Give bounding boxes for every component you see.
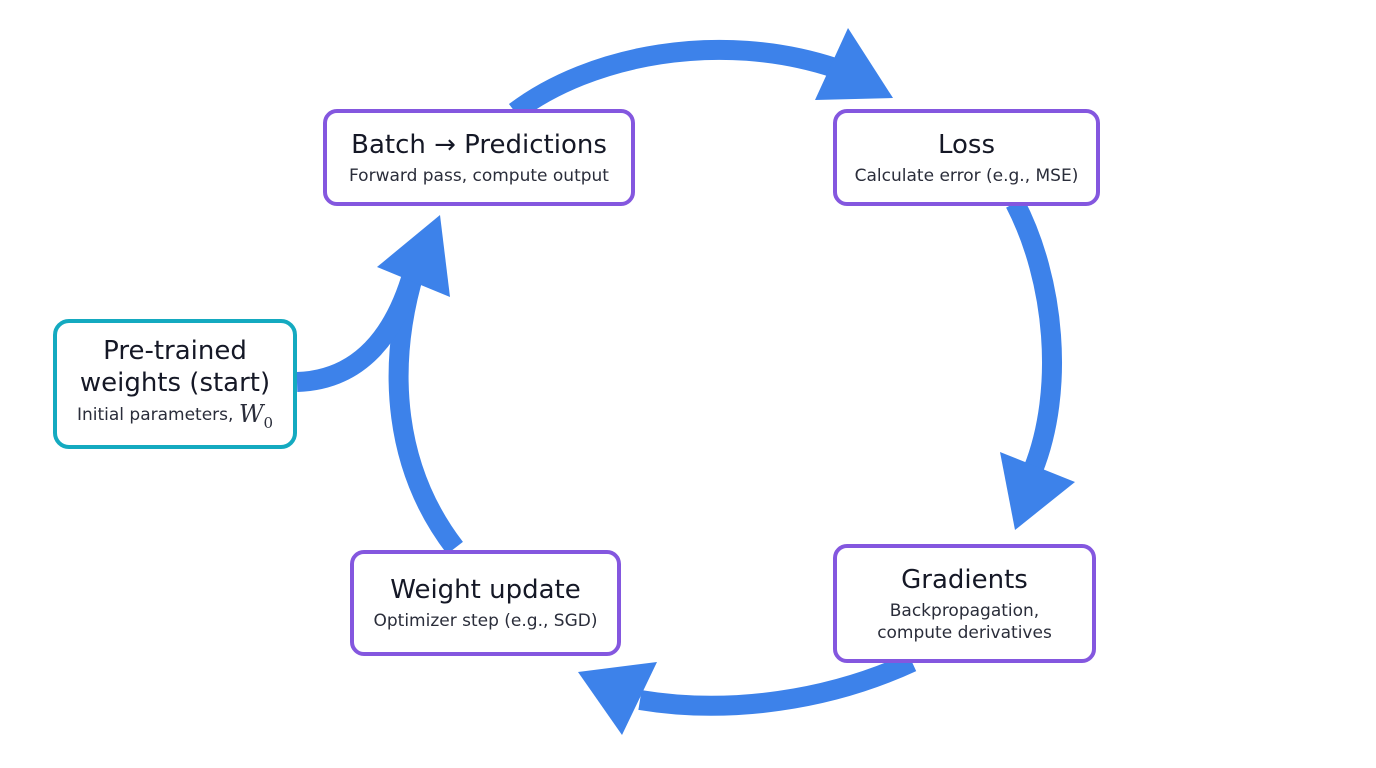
arrow-gradients-to-update — [638, 652, 917, 716]
arrow-start-to-predictions — [296, 269, 423, 392]
node-pretrained-weights-subtitle-text: Initial parameters, — [76, 404, 234, 425]
node-gradients-title: Gradients — [901, 564, 1028, 595]
node-loss-subtitle: Calculate error (e.g., MSE) — [854, 165, 1079, 186]
node-weight-update-title: Weight update — [390, 575, 581, 605]
node-pretrained-weights-subtitle: Initial parameters, W0 — [76, 399, 274, 434]
node-batch-predictions-title: Batch → Predictions — [351, 129, 607, 160]
node-gradients-subtitle-line2: compute derivatives — [877, 622, 1052, 643]
w0-symbol-letter: W — [238, 399, 264, 428]
node-pretrained-weights-title-line1: Pre-trained — [103, 335, 247, 366]
node-loss: Loss Calculate error (e.g., MSE) — [833, 109, 1100, 206]
arrow-predictions-to-loss — [508, 39, 839, 120]
arrowhead-loss-to-gradients — [1000, 452, 1075, 530]
node-weight-update-subtitle: Optimizer step (e.g., SGD) — [373, 611, 598, 631]
node-pretrained-weights-title: Pre-trained weights (start) — [80, 335, 270, 399]
node-loss-title: Loss — [937, 129, 996, 160]
arrow-loss-to-gradients — [1006, 198, 1063, 474]
node-batch-predictions-subtitle: Forward pass, compute output — [349, 165, 609, 186]
node-gradients-subtitle-line1: Backpropagation, — [889, 600, 1040, 621]
node-pretrained-weights-title-line2: weights (start) — [79, 367, 271, 398]
node-gradients-subtitle: Backpropagation, compute derivatives — [877, 600, 1052, 644]
node-batch-predictions: Batch → Predictions Forward pass, comput… — [323, 109, 635, 206]
node-weight-update: Weight update Optimizer step (e.g., SGD) — [350, 550, 621, 656]
w0-symbol-subscript: 0 — [263, 413, 274, 432]
arrowhead-predictions-to-loss — [815, 28, 893, 100]
node-pretrained-weights: Pre-trained weights (start) Initial para… — [53, 319, 297, 449]
node-gradients: Gradients Backpropagation, compute deriv… — [833, 544, 1096, 663]
arrowhead-gradients-to-update — [578, 662, 657, 735]
w0-symbol: W0 — [238, 399, 274, 432]
arrowhead-update-to-predictions — [377, 215, 450, 297]
